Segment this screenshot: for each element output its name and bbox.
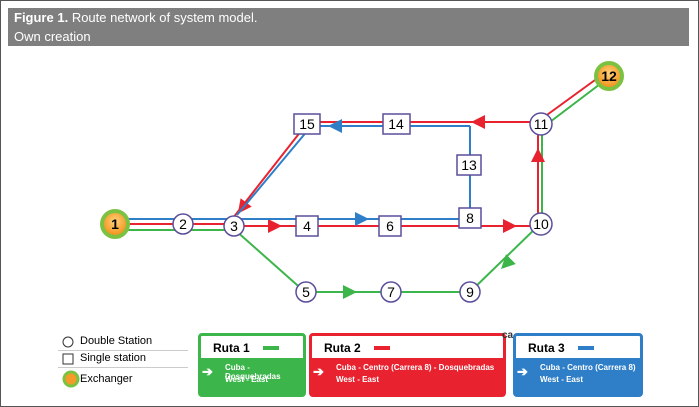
circle-icon (62, 336, 74, 351)
station-label-9: 9 (466, 284, 474, 300)
figure-title: Route network of system model. (71, 10, 258, 25)
route-dir-3: West - East (540, 375, 583, 384)
station-label-14: 14 (388, 116, 404, 132)
station-label-11: 11 (534, 116, 549, 132)
station-label-4: 4 (303, 218, 311, 234)
route-name-1: Ruta 1 (213, 341, 250, 355)
legend-exchanger: Exchanger (58, 368, 188, 390)
double-station-2: 2 (172, 213, 194, 235)
double-station-10: 10 (529, 212, 553, 236)
route-dir-2: West - East (336, 375, 379, 384)
double-station-5: 5 (295, 281, 317, 303)
single-station-4: 4 (295, 215, 319, 237)
route-name-3: Ruta 3 (528, 341, 565, 355)
caption-title-line: Figure 1. Route network of system model. (14, 10, 258, 25)
caption-source: Own creation (14, 29, 91, 44)
station-label-3: 3 (230, 218, 238, 234)
station-label-7: 7 (387, 284, 395, 300)
double-station-7: 7 (380, 281, 402, 303)
double-station-3: 3 (223, 215, 245, 237)
arrow-right-icon: ➔ (517, 364, 528, 379)
single-station-13: 13 (456, 154, 482, 176)
station-label-8: 8 (466, 210, 474, 226)
route-color-bar-3 (578, 346, 594, 350)
exchanger-icon (62, 370, 80, 391)
single-station-15: 15 (293, 113, 321, 135)
legend-double-station: Double Station (58, 334, 188, 351)
station-label-1: 1 (111, 216, 119, 232)
route-name-2: Ruta 2 (324, 341, 361, 355)
double-station-11: 11 (529, 112, 553, 136)
route-card-2: Ruta 2 ➔ Cuba - Centro (Carrera 8) - Dos… (309, 333, 506, 397)
route2-line (115, 71, 607, 233)
route-desc-1: Cuba - Dosquebradas (225, 363, 281, 381)
route-card-3: Ruta 3 ➔ Cuba - Centro (Carrera 8) West … (513, 333, 643, 397)
station-label-5: 5 (302, 284, 310, 300)
station-label-2: 2 (179, 216, 187, 232)
single-station-14: 14 (382, 113, 411, 135)
figure-label: Figure 1. (14, 10, 69, 25)
legend-key: Double Station Single station Exchanger (58, 334, 188, 392)
arrow-right-icon: ➔ (313, 364, 324, 379)
route-color-bar-2 (374, 346, 390, 350)
single-station-6: 6 (378, 215, 402, 237)
exchanger-station-12: 12 (594, 61, 624, 91)
square-icon (62, 353, 74, 368)
figure-caption: Figure 1. Route network of system model.… (8, 8, 689, 46)
legend-single-station: Single station (58, 351, 188, 368)
single-station-8: 8 (458, 207, 482, 229)
route-color-bar-1 (263, 346, 279, 350)
station-label-12: 12 (601, 68, 617, 84)
station-label-15: 15 (299, 116, 315, 132)
arrow-right-icon: ➔ (202, 364, 213, 379)
route3-line (115, 119, 471, 226)
double-station-9: 9 (459, 281, 481, 303)
route-dir-1: West - East (225, 375, 268, 384)
station-label-6: 6 (386, 218, 394, 234)
station-label-13: 13 (461, 157, 477, 173)
route-card-1: Ruta 1 ➔ Cuba - Dosquebradas West - East (198, 333, 306, 397)
route1-line (115, 77, 609, 299)
route-desc-2: Cuba - Centro (Carrera 8) - Dosquebradas (336, 363, 495, 372)
station-label-10: 10 (533, 216, 549, 232)
route-desc-3: Cuba - Centro (Carrera 8) (540, 363, 636, 372)
exchanger-station-1: 1 (100, 209, 130, 239)
truncated-label: ca (502, 330, 514, 341)
